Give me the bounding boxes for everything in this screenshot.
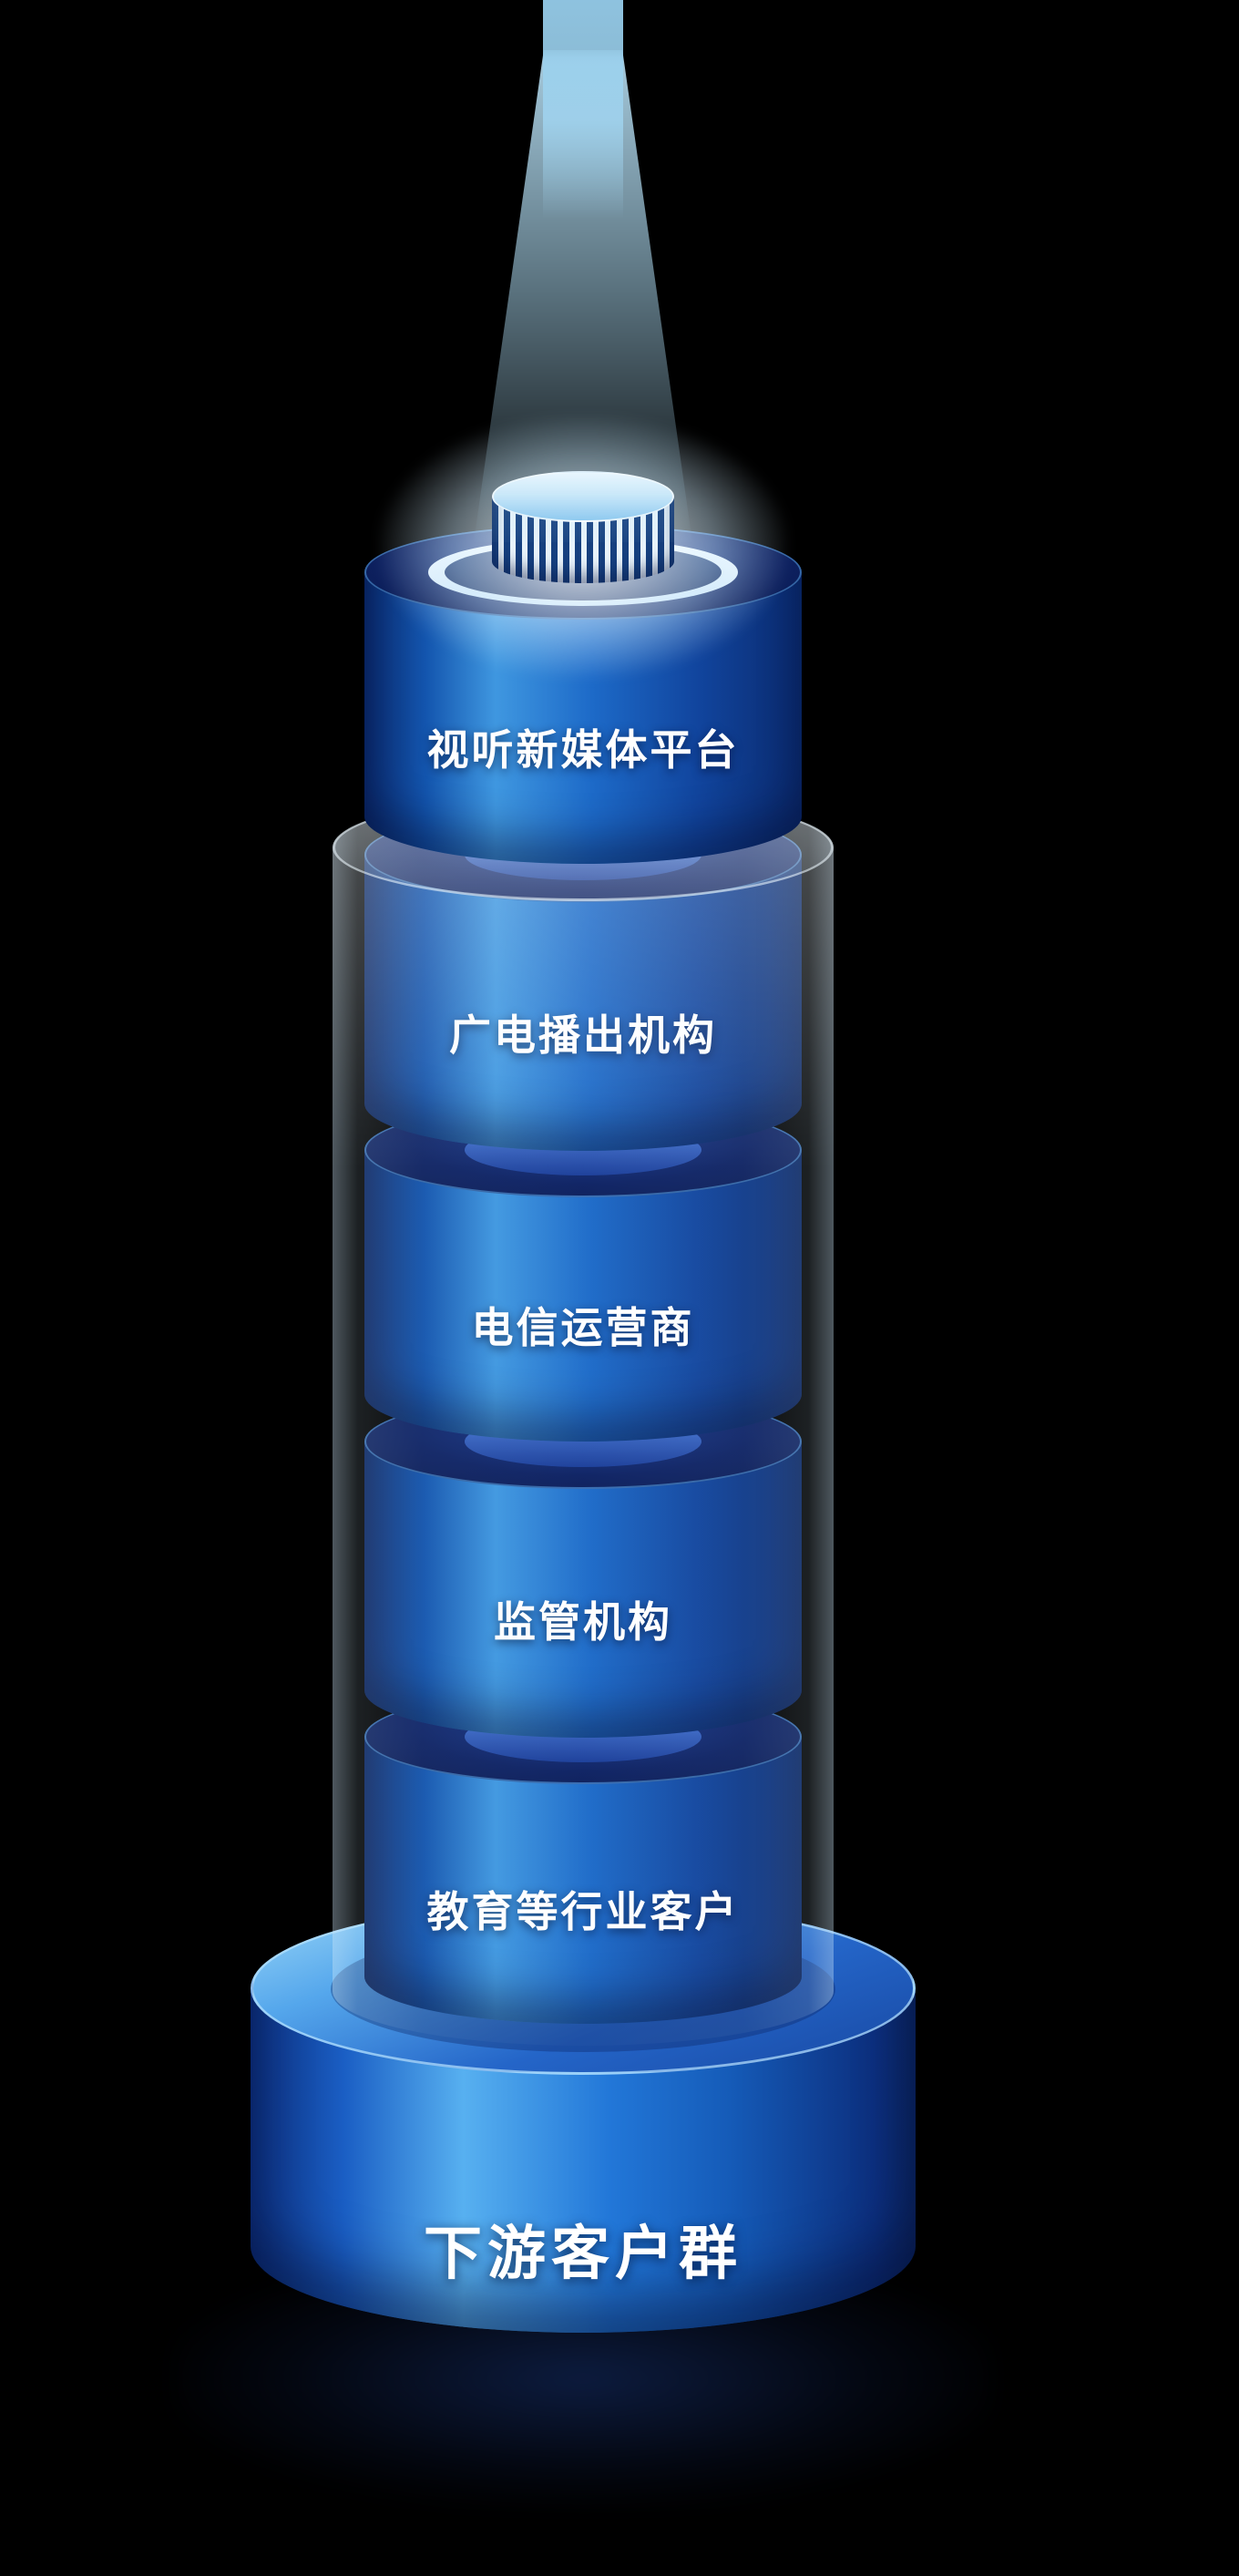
light-beam	[543, 0, 623, 219]
layer-label: 教育等行业客户	[426, 1888, 740, 1935]
cylinder-body: 监管机构	[364, 1442, 802, 1738]
layer-cylinder-3: 电信运营商	[364, 1103, 802, 1442]
layer-label: 广电播出机构	[449, 1011, 717, 1059]
cylinder-body: 广电播出机构	[364, 855, 802, 1151]
cylinder-body: 教育等行业客户	[364, 1737, 802, 2024]
base-cylinder: 下游客户群	[251, 1902, 916, 2333]
layer-label: 监管机构	[494, 1598, 672, 1646]
layer-cylinder-2: 广电播出机构	[364, 807, 802, 1151]
layer-label: 电信运营商	[471, 1304, 695, 1351]
base-label: 下游客户群	[424, 2221, 742, 2286]
layer-label: 视听新媒体平台	[426, 726, 740, 774]
layer-cylinder-5: 教育等行业客户	[364, 1689, 802, 2024]
layer-cylinder-4: 监管机构	[364, 1394, 802, 1738]
cylinder-body: 电信运营商	[364, 1150, 802, 1442]
